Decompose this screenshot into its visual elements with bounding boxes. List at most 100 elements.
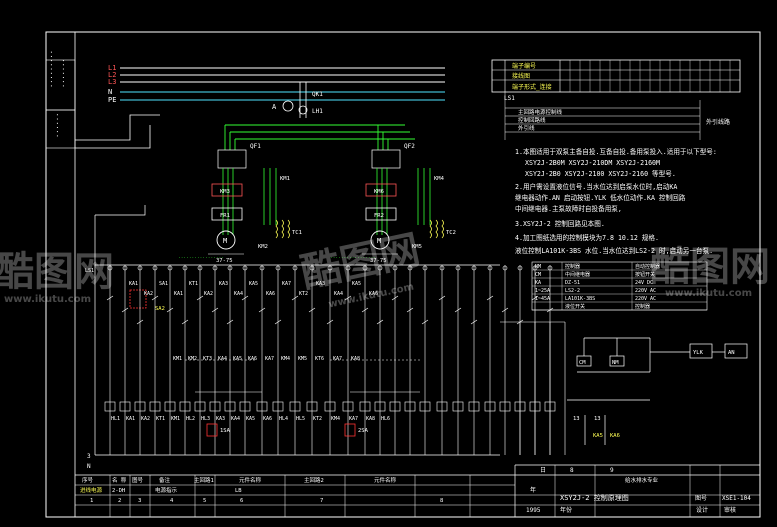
terminal-side-label: 外引线路 <box>706 118 730 126</box>
contact-symbol <box>274 319 282 325</box>
coil-box <box>272 401 284 412</box>
terminal-dot <box>137 265 143 271</box>
ls-label: LS1 <box>85 268 94 274</box>
tb-code: XSE1-104 <box>722 495 751 502</box>
breaker-symbol <box>371 149 401 169</box>
terminal-dot <box>309 265 315 271</box>
meter-switch <box>298 82 308 118</box>
tb-row-label: 2-DH <box>112 488 125 494</box>
contact-symbol <box>106 295 114 301</box>
spec-cell: 按钮开关 <box>635 271 655 278</box>
tb-header: 元件名称 <box>239 476 262 484</box>
coil-box <box>209 401 221 412</box>
watermark-right: 酷图网 <box>650 244 770 290</box>
tb-day-label: 日 <box>540 467 546 474</box>
terminal-dot <box>212 265 218 271</box>
power-bus <box>120 67 445 101</box>
terminal-tag: LS1 <box>504 95 515 102</box>
contact-symbol <box>486 295 494 301</box>
contact-symbol <box>308 307 316 313</box>
contact-label: KA5 <box>352 281 361 287</box>
contact-label: KA3 <box>316 281 325 287</box>
contact-label: KT1 <box>189 281 198 287</box>
mid-label: KM5 <box>298 356 307 362</box>
coil-box <box>484 401 496 412</box>
contact-label: KA5 <box>249 281 258 287</box>
coil-label: KA5 <box>246 416 255 422</box>
feeder-wire-2 <box>75 125 151 149</box>
mid-label: KM2 <box>188 356 197 362</box>
tb-index: 6 <box>240 498 243 504</box>
spec-cell: 中间继电器 <box>565 271 590 278</box>
coil-symbol <box>435 219 438 239</box>
terminal-dot <box>377 265 383 271</box>
svg-text:.........: ......... <box>46 50 54 88</box>
tb-index: 3 <box>138 498 141 504</box>
svg-text:.......: ....... <box>58 58 66 88</box>
km-label: KM1 <box>280 176 290 182</box>
tb-index: 8 <box>440 498 443 504</box>
terminal-row-3: 端子形式_连接 <box>512 83 552 91</box>
terminal-dot <box>345 265 351 271</box>
qk-label: QK1 <box>312 91 323 98</box>
tb-row-label: LB <box>235 488 242 494</box>
mid-label: KA5 <box>233 356 242 362</box>
tb-row-label: 进线电源 <box>80 486 103 494</box>
sa-box <box>344 423 356 437</box>
mid-label: KM1 <box>173 356 182 362</box>
terminal-dot <box>275 265 281 271</box>
coil-label: KA4 <box>231 416 240 422</box>
spec-cell: 24V DC <box>635 280 653 286</box>
coil-label: KM1 <box>171 416 180 422</box>
svg-text:13: 13 <box>594 416 601 422</box>
relay-label: FR2 <box>374 213 384 219</box>
spec-cell: KA <box>535 280 541 286</box>
tc-label: TC2 <box>446 230 456 236</box>
tb-index: 5 <box>203 498 206 504</box>
contact-label: KA6 <box>369 291 378 297</box>
contactor-symbol <box>365 183 397 197</box>
contact-symbol <box>326 319 334 325</box>
contact-symbol <box>181 319 189 325</box>
contact-symbol <box>136 319 144 325</box>
contact-symbol <box>196 295 204 301</box>
bus-label-l1: L1 <box>108 64 116 72</box>
bus-label-l2: L2 <box>108 71 116 79</box>
terminal-dot <box>471 265 477 271</box>
tb-sheet: 8 <box>570 467 574 474</box>
terminal-dot <box>422 265 428 271</box>
terminal-dot <box>407 265 413 271</box>
coil-label: HL2 <box>186 416 195 422</box>
svg-text:KA5: KA5 <box>593 433 603 439</box>
coil-box <box>256 401 268 412</box>
tb-header: 序号 <box>82 476 94 484</box>
terminal-dot <box>502 265 508 271</box>
sa-box <box>206 423 218 437</box>
spec-cell: LA101K-3BS <box>565 296 595 302</box>
svg-text:CM: CM <box>579 360 586 366</box>
coil-label: KA8 <box>366 416 375 422</box>
breaker-symbol <box>217 149 247 169</box>
motor-symbol <box>370 230 390 250</box>
contact-label: KA3 <box>219 281 228 287</box>
legend-note-3: 外引线 <box>518 124 535 132</box>
coil-box <box>389 401 401 412</box>
note-line-2: XSY2J-2B0M XSY2J-210DM XSY2J-2160M <box>525 159 660 167</box>
mid-label: KA7 <box>333 356 342 362</box>
spec-cell: 控制器 <box>635 303 650 310</box>
annotation: ................. <box>178 255 224 260</box>
svg-text:......: ...... <box>52 113 60 138</box>
contact-symbol <box>531 295 539 301</box>
spec-cell: 220V AC <box>635 288 656 294</box>
tb-header: 图号 <box>132 476 144 484</box>
tb-index: 1 <box>90 498 93 504</box>
terminal-dot <box>487 265 493 271</box>
terminal-dot <box>182 265 188 271</box>
coil-label: KA6 <box>263 416 272 422</box>
motor-rating: 37-75 <box>216 258 233 264</box>
contact-symbol <box>121 307 129 313</box>
